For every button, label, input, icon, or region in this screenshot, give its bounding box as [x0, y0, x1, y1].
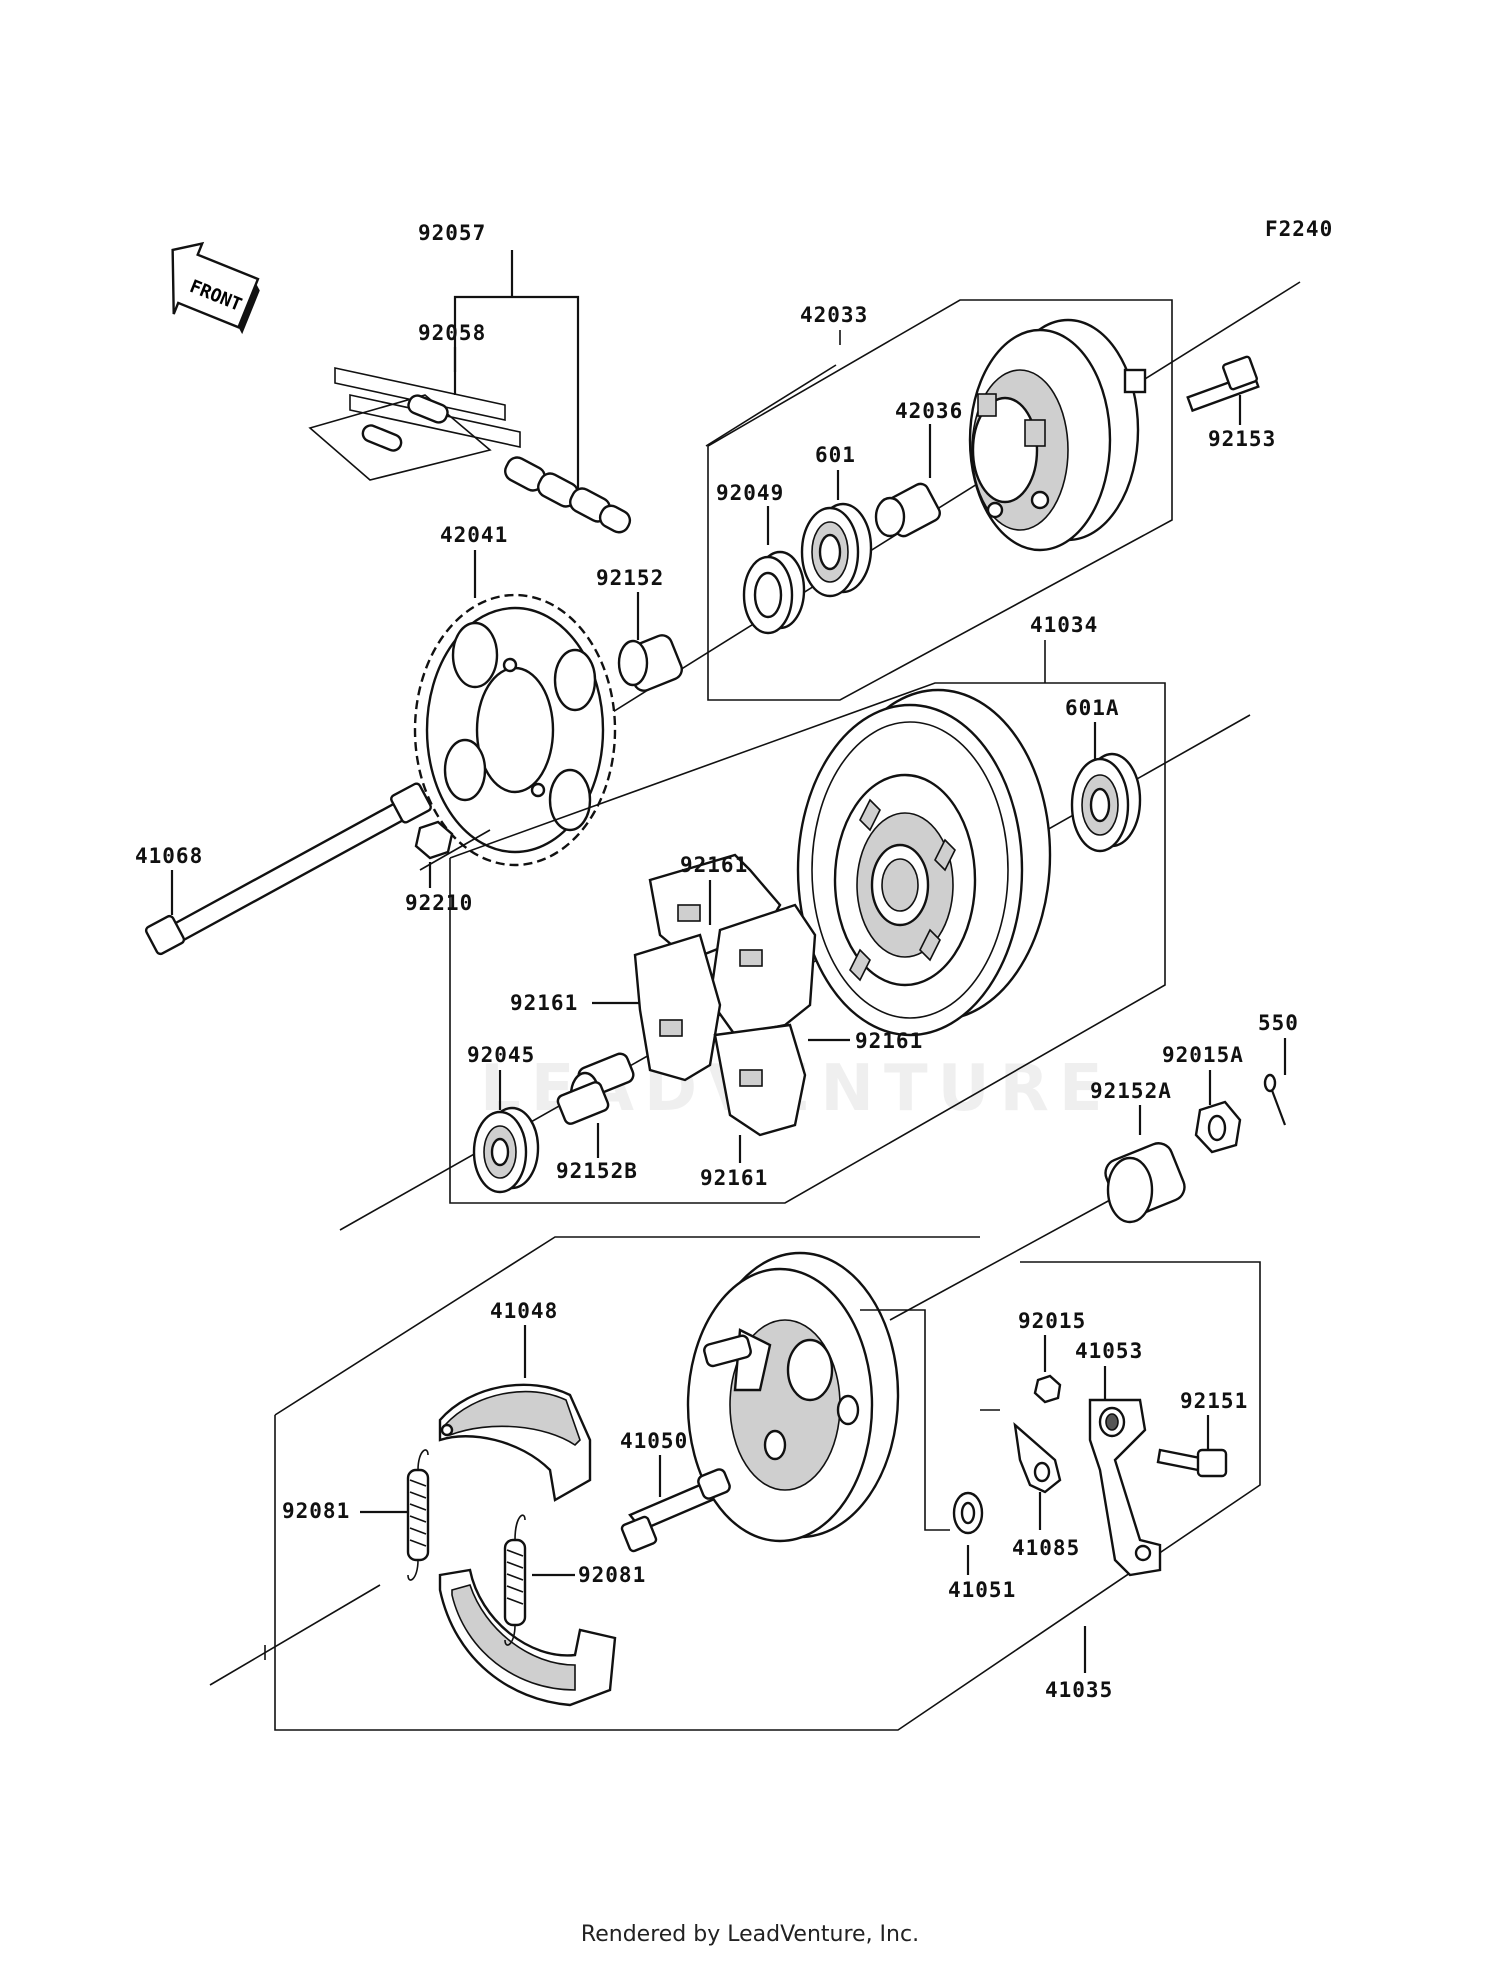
washer-41051	[952, 1491, 984, 1535]
drive-chain	[504, 456, 632, 534]
callout-601: 601	[815, 443, 856, 467]
axle-nut-parts: 550 92015A 92152A	[1090, 1011, 1299, 1224]
rear-sprocket-group: 42041 92152	[413, 523, 683, 871]
bolt-92153	[1186, 355, 1260, 413]
brake-lever-41053	[1088, 1398, 1162, 1577]
callout-92161-bottom: 92161	[700, 1166, 768, 1190]
oil-seal-92049	[742, 550, 806, 635]
callout-92058: 92058	[418, 321, 486, 345]
spring-92081-right	[503, 1514, 527, 1646]
cotter-pin-550	[1263, 1073, 1287, 1126]
footer-credit: Rendered by LeadVenture, Inc.	[580, 1922, 920, 1947]
callout-42041: 42041	[440, 523, 508, 547]
nut-92015A	[1194, 1100, 1242, 1154]
brake-panel	[686, 1251, 1000, 1543]
callout-601A: 601A	[1065, 696, 1120, 720]
callout-41034: 41034	[1030, 613, 1098, 637]
callout-92152A: 92152A	[1090, 1079, 1172, 1103]
callout-550: 550	[1258, 1011, 1299, 1035]
callout-92045: 92045	[467, 1043, 535, 1067]
collar-92152B	[556, 1052, 635, 1125]
callout-92161-right: 92161	[855, 1029, 923, 1053]
callout-92057: 92057	[418, 221, 486, 245]
callout-41035: 41035	[1045, 1678, 1113, 1702]
callout-41068: 41068	[135, 844, 203, 868]
brake-shoe-top	[438, 1383, 592, 1502]
callout-92081-left: 92081	[282, 1499, 350, 1523]
chain-group: 92057 92058	[308, 221, 632, 534]
callout-92161-left: 92161	[510, 991, 578, 1015]
bearing-92045	[472, 1106, 540, 1194]
indicator-41085	[1013, 1421, 1062, 1494]
collar-42036	[874, 482, 941, 538]
diagram-code: F2240	[1265, 217, 1333, 241]
bearing-601	[800, 502, 873, 598]
nut-92015	[1033, 1374, 1062, 1404]
front-arrow-icon: FRONT	[171, 241, 260, 335]
brake-shoe-bottom	[438, 1568, 617, 1707]
callout-92081-right: 92081	[578, 1563, 646, 1587]
callout-41051: 41051	[948, 1578, 1016, 1602]
brake-panel-group: 41035 41050 41048 4104	[209, 1199, 1261, 1731]
cam-shaft-41050	[620, 1468, 731, 1553]
sprocket-hub-group: 42033 42036 601	[599, 281, 1301, 721]
callout-42036: 42036	[895, 399, 963, 423]
rear-sprocket	[413, 593, 617, 867]
callout-92015A: 92015A	[1162, 1043, 1244, 1067]
hub-damper	[633, 853, 817, 1137]
wheel-group: 41034 601A	[339, 613, 1251, 1231]
callout-92015: 92015	[1018, 1309, 1086, 1333]
callout-92161-top: 92161	[680, 853, 748, 877]
sprocket-hub	[968, 318, 1147, 552]
collar-92152	[617, 634, 683, 692]
callout-92153: 92153	[1208, 427, 1276, 451]
spring-92081-left	[406, 1449, 430, 1581]
callout-92049: 92049	[716, 481, 784, 505]
callout-92152B: 92152B	[556, 1159, 638, 1183]
bolt-92151	[1156, 1448, 1228, 1478]
rear-axle	[144, 782, 432, 956]
callout-92210: 92210	[405, 891, 473, 915]
nut-92210	[414, 820, 454, 860]
callout-92151: 92151	[1180, 1389, 1248, 1413]
callout-41048-top: 41048	[490, 1299, 558, 1323]
callout-42033: 42033	[800, 303, 868, 327]
rear-axle-group: 41068 92210	[135, 782, 473, 956]
callout-41050: 41050	[620, 1429, 688, 1453]
master-link	[361, 394, 449, 452]
wheel-hub	[796, 688, 1052, 1037]
callout-92152: 92152	[596, 566, 664, 590]
callout-41085: 41085	[1012, 1536, 1080, 1560]
bearing-601A	[1070, 752, 1142, 853]
collar-92152A	[1104, 1142, 1186, 1224]
callout-41053: 41053	[1075, 1339, 1143, 1363]
